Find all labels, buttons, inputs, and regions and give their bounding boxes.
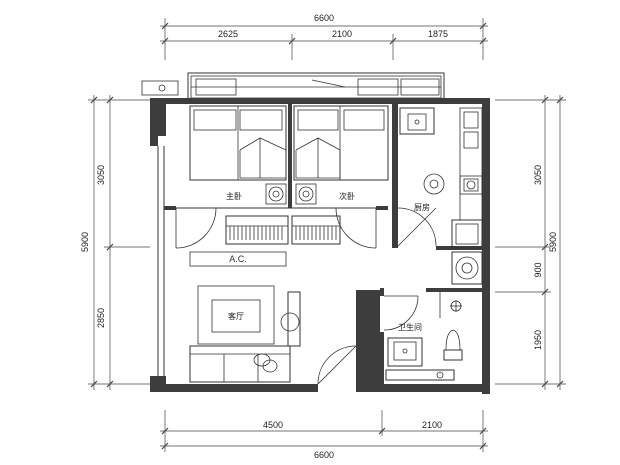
kitchen-door — [397, 207, 437, 247]
left-dimension-1: 3050 — [96, 165, 106, 185]
bottom-dimension-lines — [160, 410, 488, 452]
left-total-dimension: 5900 — [80, 232, 90, 252]
master-bedroom-door — [175, 207, 217, 249]
top-dimension-1: 2625 — [218, 29, 238, 39]
second-bedroom-label: 次卧 — [339, 191, 355, 201]
kitchen-label: 厨房 — [414, 202, 430, 212]
shower-area — [439, 292, 462, 318]
washing-machine — [451, 251, 483, 285]
top-dimension-3: 1875 — [428, 29, 448, 39]
right-total-dimension: 5900 — [548, 232, 558, 252]
bathroom-label: 卫生间 — [398, 322, 422, 332]
bathroom-door — [383, 295, 419, 331]
bottom-dimension-1: 4500 — [263, 420, 283, 430]
kitchen-chair — [423, 173, 445, 195]
top-total-dimension: 6600 — [314, 13, 334, 23]
second-bedroom-furniture — [293, 105, 389, 205]
master-bedroom-label: 主卧 — [226, 191, 242, 201]
ac-unit-outline — [189, 251, 287, 267]
bathroom-cabinet — [385, 369, 455, 381]
entrance-door — [317, 345, 357, 385]
sofa — [189, 345, 291, 383]
second-bedroom-door — [335, 207, 377, 249]
master-bedroom-furniture — [189, 105, 287, 205]
kitchen-counter — [459, 107, 483, 221]
bottom-total-dimension: 6600 — [314, 450, 334, 460]
top-dimension-2: 2100 — [332, 29, 352, 39]
left-dimension-2: 2850 — [96, 308, 106, 328]
balcony-strip — [187, 72, 445, 102]
bottom-dimension-2: 2100 — [422, 420, 442, 430]
toilet — [443, 329, 463, 361]
master-bedroom-wardrobe — [225, 215, 289, 245]
right-dimension-lines — [495, 95, 566, 390]
tv-cabinet — [287, 291, 301, 347]
right-dimension-2: 900 — [533, 262, 543, 277]
left-dimension-lines — [88, 95, 150, 390]
walls — [150, 98, 490, 394]
second-bedroom-wardrobe — [291, 215, 341, 245]
ac-outdoor-unit — [141, 80, 179, 96]
living-room-label: 客厅 — [228, 311, 244, 321]
right-dimension-1: 3050 — [533, 165, 543, 185]
kitchen-sink — [399, 107, 435, 135]
ac-unit-label: A.C. — [229, 254, 247, 264]
right-dimension-3: 1950 — [533, 330, 543, 350]
living-room-rug — [197, 285, 275, 345]
refrigerator — [451, 219, 483, 249]
side-table — [280, 312, 300, 332]
washbasin — [387, 337, 423, 367]
top-dimension-lines — [160, 18, 488, 60]
